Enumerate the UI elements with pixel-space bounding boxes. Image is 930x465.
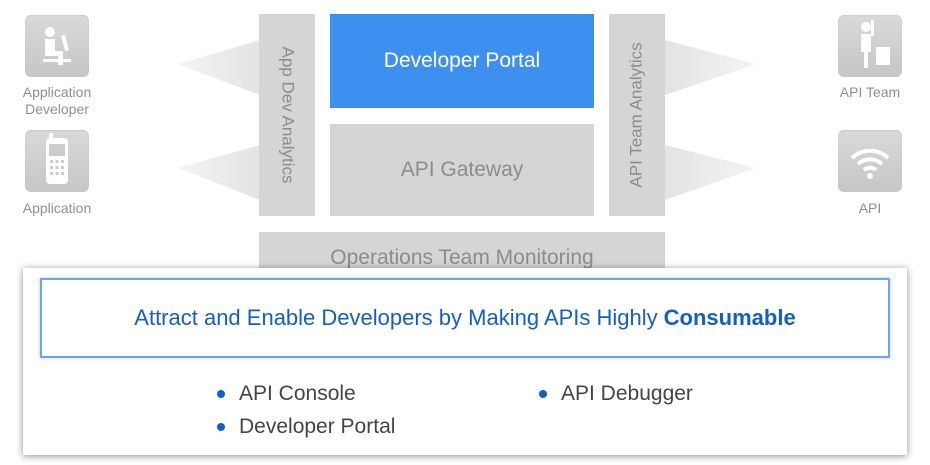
app-dev-analytics-label: App Dev Analytics: [278, 46, 298, 184]
application-label: Application: [22, 200, 92, 216]
bullet-label: API Debugger: [561, 382, 693, 405]
headline-emphasis: Consumable: [663, 305, 796, 330]
bullet-label: API Console: [239, 382, 356, 405]
bullet-dot: [539, 390, 547, 398]
funnel-api-team: [665, 40, 756, 95]
headline-text: Attract and Enable Developers by Making …: [134, 305, 658, 330]
developer-portal-label: Developer Portal: [383, 49, 541, 72]
operations-monitoring-label: Operations Team Monitoring: [330, 246, 594, 269]
funnel-application: [178, 145, 260, 200]
headline-box: Attract and Enable Developers by Making …: [40, 278, 890, 358]
bullet-api-console: API Console: [217, 382, 356, 406]
funnel-api: [665, 145, 756, 200]
api-gateway-box: API Gateway: [330, 124, 594, 216]
flow-funnels: [178, 40, 756, 200]
mobile-phone-icon: [25, 130, 89, 192]
bullet-api-debugger: API Debugger: [539, 382, 693, 406]
api-team-icon: [838, 15, 902, 77]
developer-portal-box: Developer Portal: [330, 14, 594, 108]
wifi-icon: [838, 130, 902, 192]
app-dev-analytics-bar: App Dev Analytics: [259, 14, 315, 216]
api-team-label: API Team: [839, 84, 901, 100]
bullet-label: Developer Portal: [239, 415, 396, 438]
bullet-dot: [217, 423, 225, 431]
bullet-developer-portal: Developer Portal: [217, 415, 395, 439]
operations-monitoring-box: Operations Team Monitoring: [259, 232, 665, 272]
funnel-app-developer: [178, 40, 260, 95]
bullet-dot: [217, 390, 225, 398]
api-team-analytics-label: API Team Analytics: [627, 42, 647, 188]
api-label: API: [858, 200, 882, 216]
developer-icon: [25, 15, 89, 77]
summary-card: Attract and Enable Developers by Making …: [23, 268, 907, 455]
app-developer-label: Application Developer: [22, 84, 92, 117]
api-gateway-label: API Gateway: [400, 158, 524, 181]
api-team-analytics-bar: API Team Analytics: [609, 14, 665, 216]
